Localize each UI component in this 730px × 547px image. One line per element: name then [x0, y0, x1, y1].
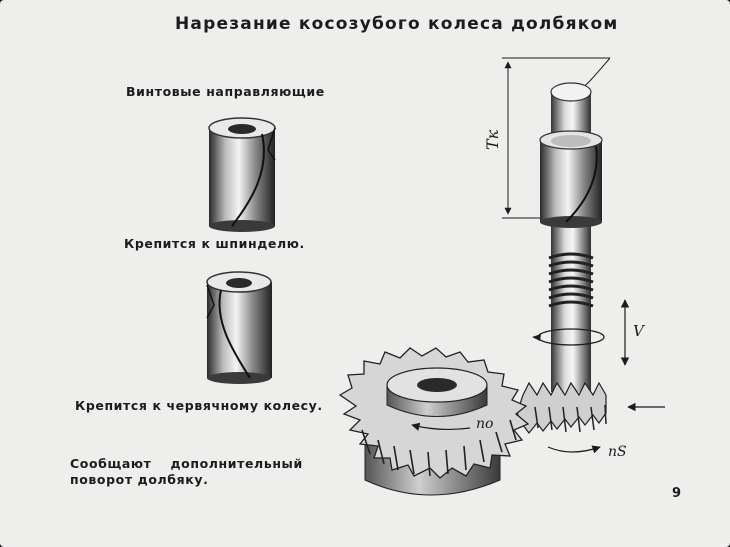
slide-title: Нарезание косозубого колеса долбяком — [175, 14, 619, 34]
caption-helical-guides: Винтовые направляющие — [126, 84, 325, 99]
caption-worm-wheel: Крепится к червячному колесу. — [75, 398, 323, 413]
spindle-shaft — [532, 82, 605, 392]
caption-extra-rotation-line1: Сообщают дополнительный — [70, 456, 303, 471]
helical-guide-spindle — [208, 117, 276, 232]
shaper-rotation-label: nS — [608, 444, 627, 460]
workpiece-rotation-label: nо — [476, 416, 493, 432]
velocity-label: V — [633, 322, 646, 340]
pitch-label: Tк — [483, 129, 502, 150]
page-number: 9 — [672, 486, 682, 501]
workpiece-gear — [338, 347, 530, 496]
caption-spindle: Крепится к шпинделю. — [124, 236, 305, 251]
shaper-cutter-gear — [516, 381, 607, 454]
caption-extra-rotation-line2: поворот долбяку. — [70, 472, 209, 487]
helical-guide-worm-wheel — [206, 271, 272, 384]
